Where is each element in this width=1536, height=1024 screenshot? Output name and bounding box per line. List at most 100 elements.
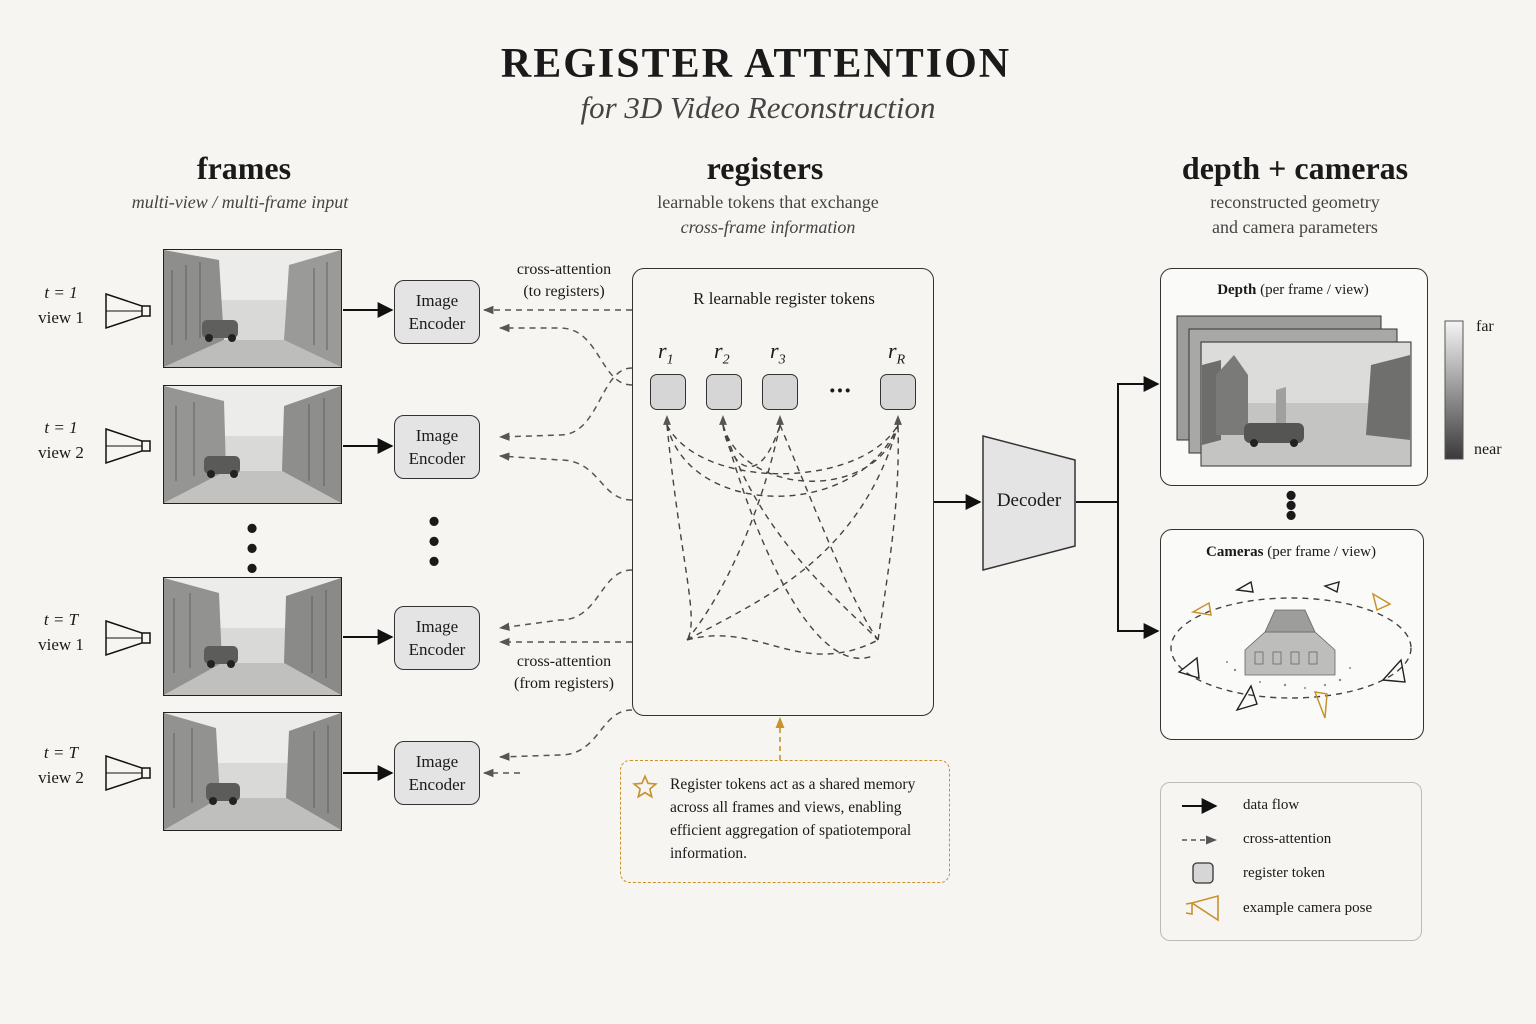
cross-attention-to-label: cross-attention (to registers) <box>496 259 632 303</box>
frame-image <box>163 385 342 504</box>
legend-label-register-token: register token <box>1243 865 1326 881</box>
camera-frustum-icon <box>105 427 151 465</box>
page-title: REGISTER ATTENTION <box>500 41 1012 87</box>
register-note-text: Register tokens act as a shared memory a… <box>670 776 916 862</box>
cross-attention-label-line: cross-attention <box>516 261 612 278</box>
depth-panel-title: Depth (per frame / view) <box>1160 282 1426 299</box>
register-label-rR: rR <box>888 338 905 368</box>
register-token <box>762 374 798 410</box>
register-label-base: r <box>714 338 723 363</box>
register-label-r2: r2 <box>714 338 730 368</box>
cameras-title-bold: Cameras <box>1206 544 1264 560</box>
camera-frustum-icon <box>105 619 151 657</box>
cross-attention-label-line: cross-attention <box>516 653 612 670</box>
page-subtitle: for 3D Video Reconstruction <box>580 90 936 125</box>
time-label: t = 1 <box>44 283 78 302</box>
register-label-sub: R <box>896 352 906 368</box>
register-label-sub: 1 <box>666 352 674 368</box>
register-token <box>650 374 686 410</box>
view-label: view 1 <box>38 308 84 327</box>
outputs-subheading-2: and camera parameters <box>1212 217 1378 237</box>
encoder-label-1: Image <box>415 617 459 636</box>
cross-attention-from-label: cross-attention (from registers) <box>496 651 632 695</box>
frame-label-1: t = 1 view 1 <box>16 280 106 330</box>
register-label-sub: 2 <box>722 352 730 368</box>
encoder-label-1: Image <box>415 291 459 310</box>
register-label-base: r <box>888 338 897 363</box>
encoder-label-1: Image <box>415 426 459 445</box>
outputs-subheading-1: reconstructed geometry <box>1210 192 1380 212</box>
decoder-label: Decoder <box>996 490 1062 511</box>
frame-label-3: t = T view 1 <box>16 607 106 657</box>
register-label-base: r <box>658 338 667 363</box>
cameras-panel-title: Cameras (per frame / view) <box>1160 544 1422 561</box>
frame-image <box>163 577 342 696</box>
camera-frustum-icon <box>105 292 151 330</box>
encoder-label-2: Encoder <box>408 775 466 794</box>
register-token <box>880 374 916 410</box>
colorbar-near-label: near <box>1474 441 1502 458</box>
cross-attention-label-line: (to registers) <box>523 283 605 300</box>
register-label-base: r <box>770 338 779 363</box>
time-label: t = T <box>43 610 79 629</box>
registers-heading: registers <box>706 150 824 186</box>
register-label-r3: r3 <box>770 338 786 368</box>
register-label-sub: 3 <box>778 352 786 368</box>
cross-attention-links <box>482 305 633 778</box>
outputs-ellipsis: ••• <box>1282 482 1300 532</box>
frame-to-encoder-arrows <box>343 302 394 781</box>
registers-subheading-1: learnable tokens that exchange <box>657 192 879 212</box>
legend-label-data-flow: data flow <box>1243 797 1300 813</box>
register-label-r1: r1 <box>658 338 674 368</box>
encoder-label-2: Encoder <box>408 640 466 659</box>
decoder-shape <box>982 435 1076 571</box>
time-label: t = T <box>43 743 79 762</box>
time-label: t = 1 <box>44 418 78 437</box>
depth-title-rest: (per frame / view) <box>1256 282 1369 298</box>
star-icon <box>632 774 658 799</box>
legend-icons <box>1182 798 1219 922</box>
camera-pose-icon <box>1185 894 1219 922</box>
cross-attention-label-line: (from registers) <box>514 675 614 692</box>
register-token <box>706 374 742 410</box>
register-note-box <box>620 760 950 883</box>
frames-subheading: multi-view / multi-frame input <box>131 192 349 212</box>
frames-heading: frames <box>196 150 292 186</box>
encoder-label-2: Encoder <box>408 314 466 333</box>
cameras-title-rest: (per frame / view) <box>1263 544 1376 560</box>
camera-poses-scene <box>1170 580 1412 719</box>
frames-ellipsis: ••• <box>243 515 261 585</box>
legend-label-cross-attention: cross-attention <box>1243 831 1332 847</box>
register-panel-heading: R learnable register tokens <box>693 289 875 308</box>
view-label: view 1 <box>38 635 84 654</box>
register-mixing-links <box>663 415 902 659</box>
decoder-to-cameras-arrow <box>1117 502 1160 639</box>
frame-label-2: t = 1 view 2 <box>16 415 106 465</box>
register-panel <box>632 268 934 716</box>
registers-subheading-2: cross-frame information <box>680 217 856 237</box>
register-ellipsis: ··· <box>828 378 852 404</box>
encoder-label-2: Encoder <box>408 449 466 468</box>
depth-colorbar <box>1444 320 1464 460</box>
legend-label-camera-pose: example camera pose <box>1243 900 1373 916</box>
encoders-ellipsis: ••• <box>425 508 443 578</box>
encoder-label-1: Image <box>415 752 459 771</box>
depth-map-stack <box>1176 315 1412 467</box>
frame-image <box>163 249 342 368</box>
frame-label-4: t = T view 2 <box>16 740 106 790</box>
outputs-heading: depth + cameras <box>1181 150 1409 186</box>
register-token-icon <box>1192 862 1214 884</box>
decoder-to-depth-arrow <box>1076 376 1160 503</box>
frame-image <box>163 712 342 831</box>
camera-frustum-icon <box>105 754 151 792</box>
depth-title-bold: Depth <box>1217 282 1257 298</box>
view-label: view 2 <box>38 443 84 462</box>
colorbar-far-label: far <box>1476 318 1494 335</box>
view-label: view 2 <box>38 768 84 787</box>
